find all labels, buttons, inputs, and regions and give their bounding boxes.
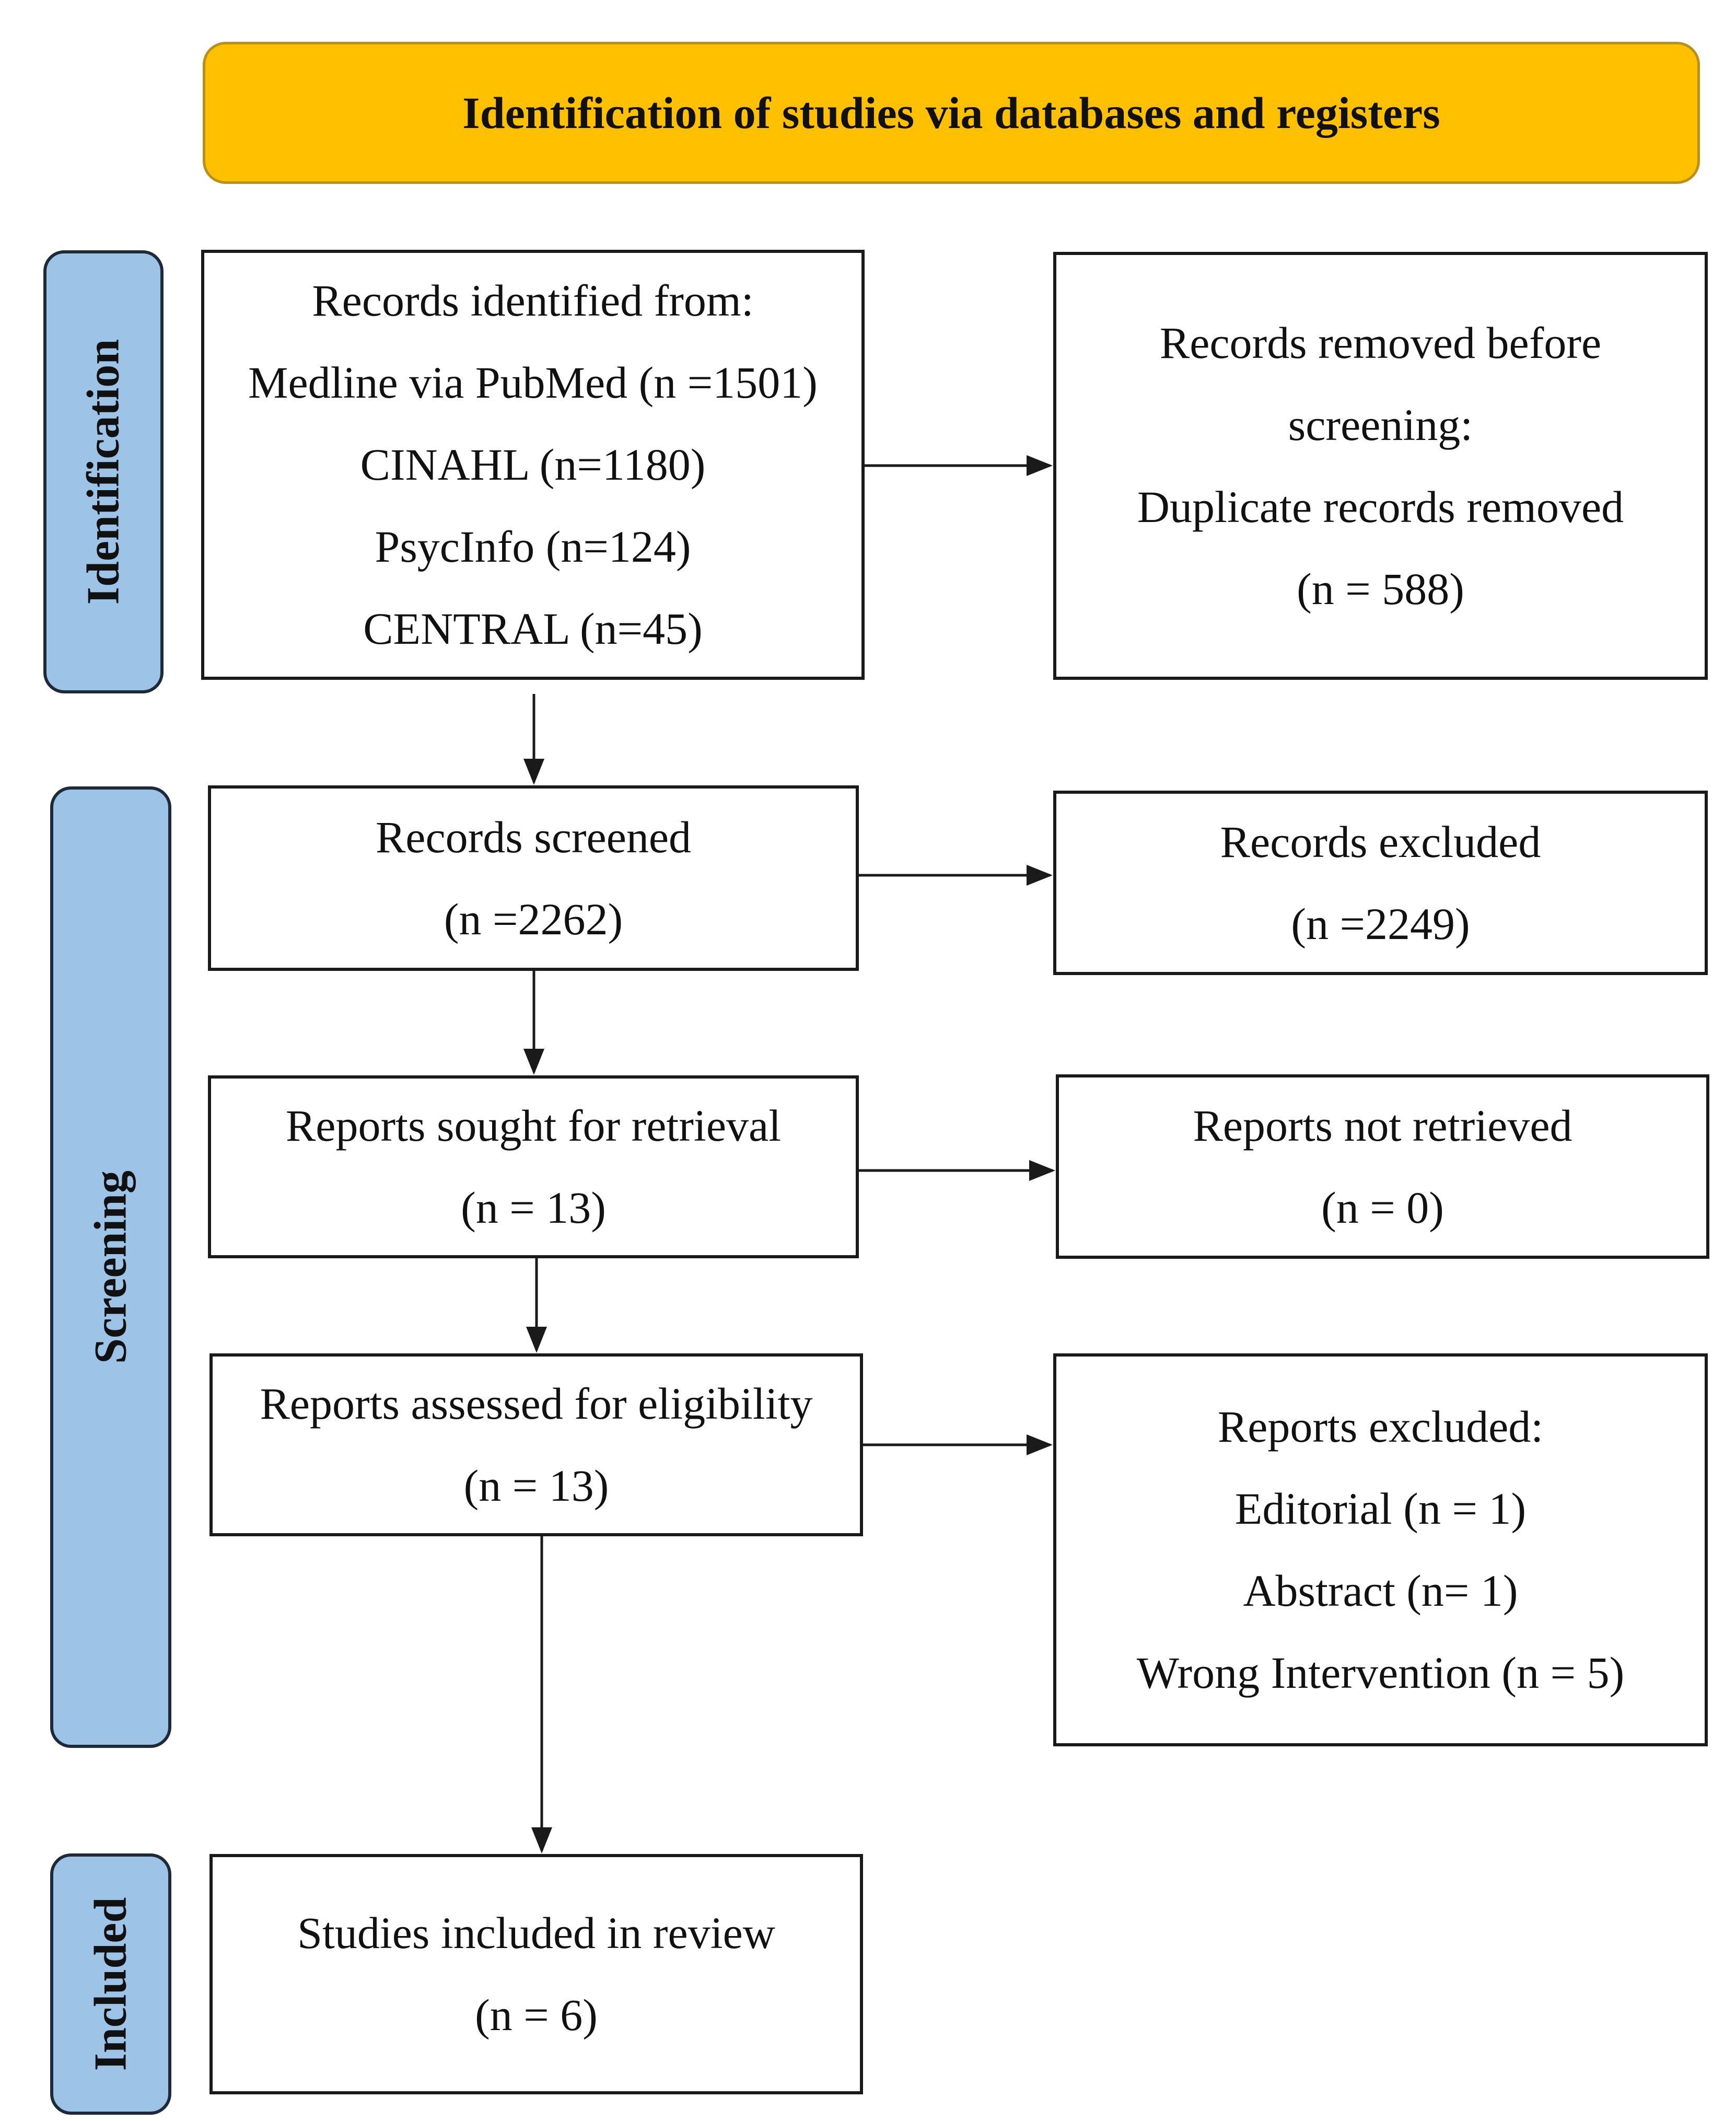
- records-screened-box: Records screened (n =2262): [208, 785, 859, 971]
- box-line: (n =2262): [444, 894, 623, 944]
- records-excluded-box: Records excluded (n =2249): [1053, 791, 1708, 975]
- box-line: Records removed before: [1159, 317, 1602, 368]
- reports-assessed-box: Reports assessed for eligibility (n = 13…: [209, 1353, 863, 1536]
- reports-excluded-box: Reports excluded: Editorial (n = 1) Abst…: [1053, 1353, 1708, 1746]
- box-line: Reports assessed for eligibility: [260, 1378, 813, 1429]
- box-line: screening:: [1288, 399, 1473, 450]
- box-line: Records screened: [375, 812, 692, 862]
- box-line: Abstract (n= 1): [1243, 1566, 1518, 1616]
- box-line: Medline via PubMed (n =1501): [248, 357, 818, 408]
- box-line: (n = 6): [475, 1990, 598, 2040]
- identification-header: Identification of studies via databases …: [203, 42, 1700, 184]
- box-line: Duplicate records removed: [1137, 481, 1624, 532]
- box-line: Editorial (n = 1): [1234, 1483, 1527, 1534]
- reports-sought-box: Reports sought for retrieval (n = 13): [208, 1075, 859, 1258]
- box-line: Records excluded: [1220, 816, 1541, 867]
- box-line: PsycInfo (n=124): [375, 521, 691, 572]
- box-line: Reports sought for retrieval: [285, 1100, 782, 1151]
- box-line: Reports excluded:: [1217, 1401, 1544, 1452]
- records-removed-box: Records removed before screening: Duplic…: [1053, 252, 1708, 680]
- box-line: Wrong Intervention (n = 5): [1136, 1648, 1625, 1698]
- box-line: CENTRAL (n=45): [363, 604, 703, 654]
- box-line: (n = 13): [461, 1183, 606, 1233]
- box-line: Records identified from:: [312, 275, 754, 326]
- box-line: Reports not retrieved: [1193, 1100, 1572, 1151]
- box-line: (n = 13): [463, 1461, 609, 1511]
- records-identified-box: Records identified from: Medline via Pub…: [201, 250, 865, 680]
- box-line: (n = 588): [1297, 563, 1464, 614]
- stage-identification: Identification: [43, 250, 164, 693]
- studies-included-box: Studies included in review (n = 6): [209, 1854, 863, 2094]
- reports-not-retrieved-box: Reports not retrieved (n = 0): [1056, 1074, 1709, 1259]
- box-line: (n =2249): [1291, 898, 1470, 949]
- box-line: CINAHL (n=1180): [360, 439, 706, 490]
- box-line: Studies included in review: [297, 1908, 775, 1958]
- box-line: (n = 0): [1321, 1182, 1444, 1233]
- stage-screening: Screening: [50, 786, 171, 1748]
- header-title: Identification of studies via databases …: [462, 88, 1440, 138]
- stage-included: Included: [50, 1853, 171, 2115]
